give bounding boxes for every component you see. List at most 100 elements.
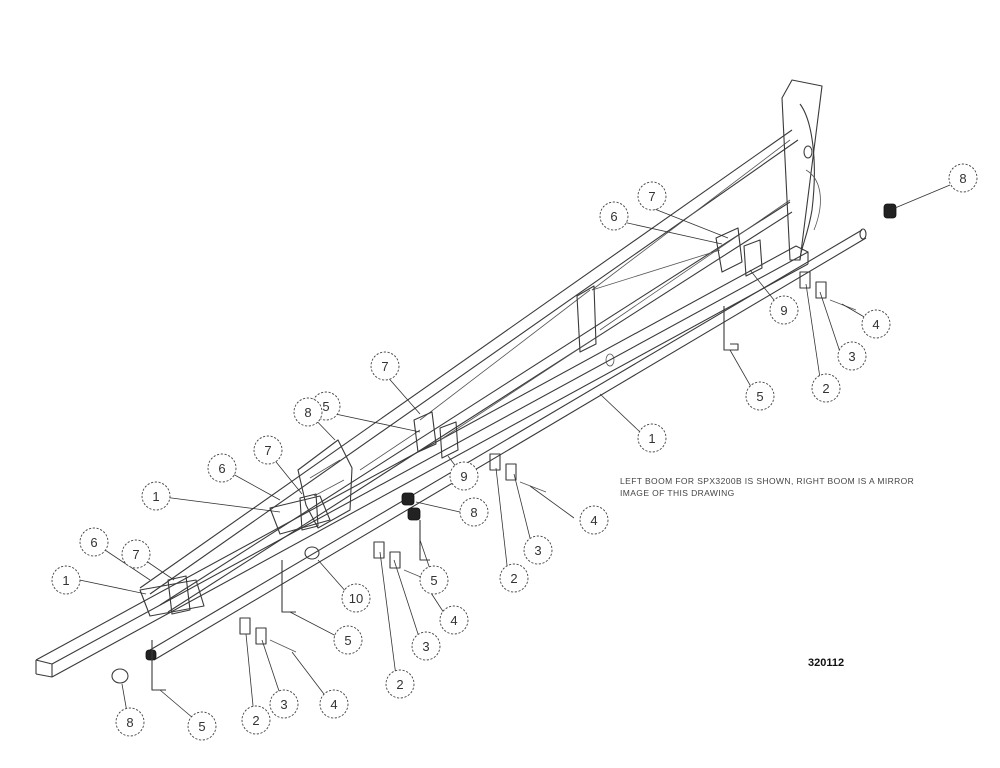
hanger-5-tip [723,306,739,351]
callout-balloon: 2 [241,705,271,735]
svg-text:2: 2 [396,677,403,692]
boom-tip-plate [781,79,823,261]
boom-frame [35,79,823,678]
clamp-3-mid [505,463,517,481]
callout-balloon: 3 [411,631,441,661]
clamp-3-end [255,627,267,645]
callout-balloon: 1 [51,565,81,595]
brace-1 [591,139,791,291]
svg-text:7: 7 [648,189,655,204]
bracket-9-tip [743,239,763,277]
mount-brackets [139,227,763,617]
callout-balloon: 3 [523,535,553,565]
callout-balloon: 1 [141,481,171,511]
svg-text:6: 6 [610,209,617,224]
svg-text:1: 1 [152,489,159,504]
callout-balloon: 8 [293,397,323,427]
svg-text:2: 2 [510,571,517,586]
svg-text:3: 3 [422,639,429,654]
svg-text:3: 3 [280,697,287,712]
tip-pivot-hole [803,145,813,159]
callout-balloon: 2 [811,373,841,403]
svg-text:3: 3 [534,543,541,558]
callout-balloon: 2 [499,563,529,593]
fitting-8-loose [111,668,129,684]
boom-pipe [149,228,867,661]
callout-balloon: 7 [637,181,667,211]
hanger-5-inner [281,560,296,613]
brace-2 [591,249,721,291]
callout-balloon: 5 [333,625,363,655]
hinge-bracket [297,439,353,529]
brace-3 [599,199,791,331]
callout-balloon: 6 [599,201,629,231]
svg-text:1: 1 [648,431,655,446]
callout-balloon: 6 [79,527,109,557]
callout-balloon: 8 [948,163,978,193]
callout-balloon: 9 [769,295,799,325]
note-line-2: IMAGE OF THIS DRAWING [620,488,735,498]
fitting-8-inner [145,649,157,661]
bracket-7-inner [299,493,319,531]
callout-balloon: 8 [459,497,489,527]
callout-balloon: 5 [745,381,775,411]
svg-text:6: 6 [218,461,225,476]
clamp-2-tip [799,271,811,289]
callout-balloon: 7 [121,539,151,569]
pipe-tee-10 [304,546,320,560]
bracket-7-mid [413,411,437,453]
svg-text:7: 7 [381,359,388,374]
svg-text:5: 5 [198,719,205,734]
svg-text:9: 9 [460,469,467,484]
callout-balloon: 7 [253,435,283,465]
svg-text:2: 2 [822,381,829,396]
fittings [111,203,897,684]
svg-text:8: 8 [304,405,311,420]
callout-balloon: 8 [115,707,145,737]
hinge-bracket-detail-1 [309,459,341,479]
clamps [239,271,857,653]
drawing-note: LEFT BOOM FOR SPX3200B IS SHOWN, RIGHT B… [620,476,914,498]
callout-balloon: 2 [385,669,415,699]
clamp-2-mid [489,453,501,471]
callout-balloon: 5 [187,711,217,741]
bolt-4-end [269,639,297,653]
top-chord-lower-edge [167,211,793,613]
svg-text:4: 4 [872,317,879,332]
bolt-4-mid [519,481,547,493]
brace-4 [419,289,591,421]
callout-balloon: 4 [439,605,469,635]
svg-text:8: 8 [959,171,966,186]
pipe-end-cap [859,228,867,240]
hanger-5-end [151,640,166,691]
bottom-beam [35,245,809,665]
clamp-3-tip [815,281,827,299]
bracket-1-end [139,579,205,617]
callout-balloon: 3 [269,689,299,719]
document-number: 320112 [808,657,844,669]
brace-5 [439,334,601,441]
bracket-9-mid [439,421,459,459]
callout-balloon: 9 [449,461,479,491]
svg-text:4: 4 [330,697,337,712]
svg-text:5: 5 [344,633,351,648]
bracket-1-inner [269,495,331,535]
mid-gusset-plate [576,285,597,353]
note-line-1: LEFT BOOM FOR SPX3200B IS SHOWN, RIGHT B… [620,476,914,486]
bracket-7-end [167,575,191,615]
clamp-2-end [239,617,251,635]
callout-balloon: 3 [837,341,867,371]
callout-balloon: 4 [861,309,891,339]
hinge-bracket-detail-2 [313,479,345,497]
callouts: 8 7 6 9 4 3 2 5 1 7 5 8 9 4 3 2 7 6 1 8 … [51,163,978,741]
svg-text:1: 1 [62,573,69,588]
fitting-8-tip [883,203,897,219]
callout-balloon: 7 [370,351,400,381]
svg-text:5: 5 [756,389,763,404]
svg-text:4: 4 [590,513,597,528]
beam-end-bottom [35,673,53,678]
svg-text:3: 3 [848,349,855,364]
svg-text:7: 7 [132,547,139,562]
